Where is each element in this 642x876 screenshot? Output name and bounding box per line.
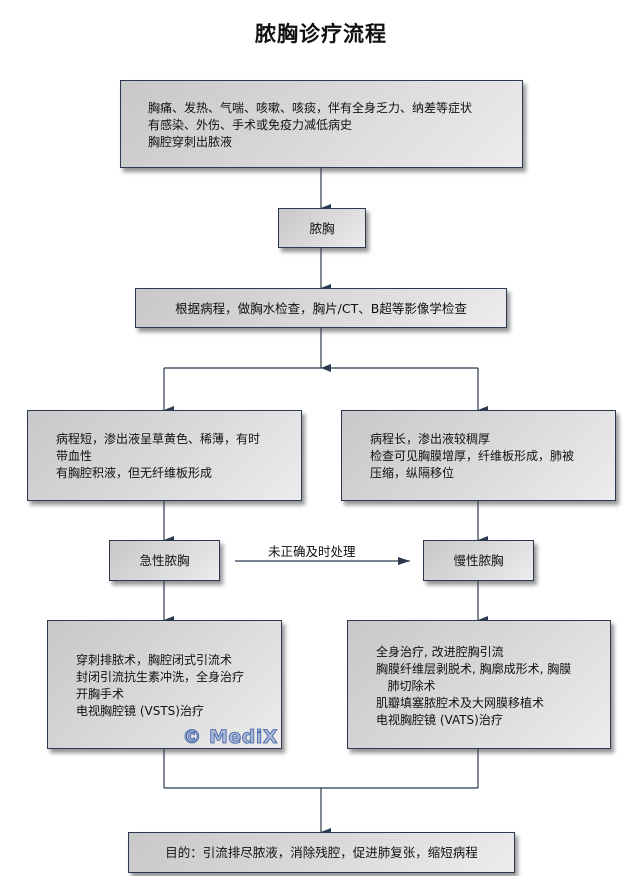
chronic-features-box: 病程长，渗出液较稠厚 检查可见胸膜增厚，纤维板形成，肺被 压缩，纵隔移位 <box>341 410 616 501</box>
symptoms-line-2: 有感染、外伤、手术或免疫力减低病史 <box>148 118 353 132</box>
acute-features-line-2: 带血性 <box>56 449 93 463</box>
goal-box: 目的：引流排尽脓液，消除残腔，促进肺复张，缩短病程 <box>128 832 515 873</box>
acute-features-line-3: 有胸腔积液，但无纤维板形成 <box>56 466 213 480</box>
chronic-empyema-label: 慢性脓胸 <box>453 553 504 568</box>
acute-treatment-line-2: 封闭引流抗生素冲洗，全身治疗 <box>76 670 245 684</box>
acute-empyema-box: 急性脓胸 <box>109 540 220 581</box>
chronic-treatment-line-3: 肺切除术 <box>376 679 436 693</box>
symptoms-line-3: 胸腔穿刺出脓液 <box>148 135 233 149</box>
acute-treatment-line-1: 穿刺排脓术，胸腔闭式引流术 <box>76 653 233 667</box>
acute-features-line-1: 病程短，渗出液呈草黄色、稀薄，有时 <box>56 432 261 446</box>
exam-label: 根据病程，做胸水检查，胸片/CT、B超等影像学检查 <box>175 300 467 316</box>
chronic-treatment-line-2: 胸膜纤维层剥脱术, 胸廓成形术, 胸膜 <box>376 662 572 676</box>
empyema-box: 脓胸 <box>278 208 366 248</box>
goal-label: 目的：引流排尽脓液，消除残腔，促进肺复张，缩短病程 <box>165 845 478 860</box>
symptoms-line-1: 胸痛、发热、气喘、咳嗽、咳痰，伴有全身乏力、纳差等症状 <box>148 101 473 115</box>
chronic-empyema-box: 慢性脓胸 <box>423 540 534 581</box>
acute-treatment-line-4: 电视胸腔镜 (VSTS)治疗 <box>76 704 204 718</box>
acute-treatment-box: 穿刺排脓术，胸腔闭式引流术 封闭引流抗生素冲洗，全身治疗 开胸手术 电视胸腔镜 … <box>47 620 282 749</box>
acute-empyema-label: 急性脓胸 <box>139 553 190 568</box>
page-title: 脓胸诊疗流程 <box>255 22 387 46</box>
chronic-treatment-line-4: 肌瓣填塞脓腔术及大网膜移植术 <box>376 696 545 710</box>
chronic-features-line-3: 压缩，纵隔移位 <box>370 466 455 480</box>
medix-watermark: © MediX <box>182 726 278 748</box>
chronic-treatment-line-5: 电视胸腔镜 (VATS)治疗 <box>376 713 503 727</box>
symptoms-box: 胸痛、发热、气喘、咳嗽、咳痰，伴有全身乏力、纳差等症状 有感染、外伤、手术或免疫… <box>120 80 523 168</box>
chronic-features-line-1: 病程长，渗出液较稠厚 <box>370 432 491 446</box>
acute-features-box: 病程短，渗出液呈草黄色、稀薄，有时 带血性 有胸腔积液，但无纤维板形成 <box>27 410 302 501</box>
chronic-features-line-2: 检查可见胸膜增厚，纤维板形成，肺被 <box>370 449 575 463</box>
chronic-treatment-line-1: 全身治疗, 改进腔胸引流 <box>376 645 504 659</box>
exam-box: 根据病程，做胸水检查，胸片/CT、B超等影像学检查 <box>135 288 507 328</box>
edge-label-untreated: 未正确及时处理 <box>268 544 356 559</box>
chronic-treatment-box: 全身治疗, 改进腔胸引流 胸膜纤维层剥脱术, 胸廓成形术, 胸膜 肺切除术 肌瓣… <box>347 620 611 749</box>
acute-treatment-line-3: 开胸手术 <box>76 687 125 701</box>
empyema-label: 脓胸 <box>309 220 335 236</box>
